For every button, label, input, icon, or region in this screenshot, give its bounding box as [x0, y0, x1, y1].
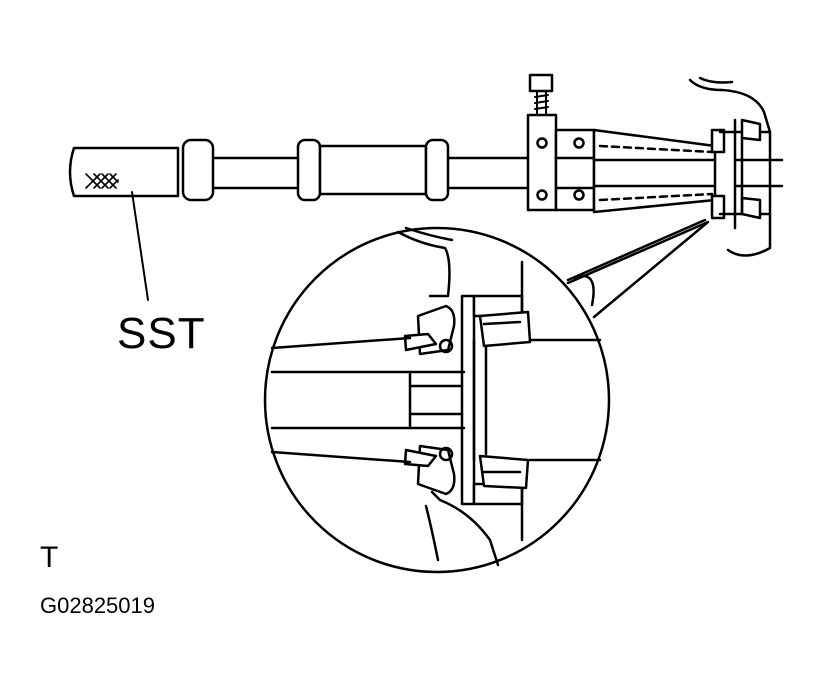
figure-code: G02825019 [40, 593, 155, 618]
sst-label: SST [117, 309, 206, 358]
puller-attachment [526, 73, 717, 214]
handle-grip [68, 146, 180, 198]
knurled-grip-pattern [85, 173, 119, 189]
detail-contents [270, 226, 602, 567]
sst-leader-line [131, 191, 149, 301]
handle-collar [181, 138, 215, 202]
sliding-weight [296, 138, 450, 202]
corner-mark: T [40, 541, 59, 574]
axle-hub-assembly [688, 76, 784, 257]
adjusting-screw [534, 90, 549, 117]
